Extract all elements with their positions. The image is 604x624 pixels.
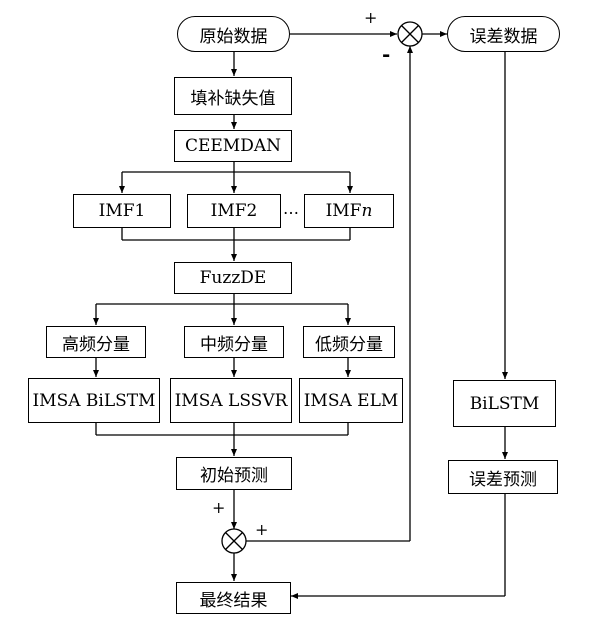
original-data-node: 原始数据 <box>177 16 290 52</box>
bottom-plus-sign-right: + <box>255 520 269 539</box>
fuzzde-label: FuzzDE <box>199 268 267 288</box>
top-minus-sign: - <box>382 42 391 66</box>
low-freq-node: 低频分量 <box>303 326 395 358</box>
mid-freq-node: 中频分量 <box>184 326 284 358</box>
fill-missing-label: 填补缺失值 <box>190 88 276 109</box>
error-data-node: 误差数据 <box>447 16 560 52</box>
fill-missing-node: 填补缺失值 <box>174 77 292 115</box>
imsa-elm-node: IMSA ELM <box>299 378 403 423</box>
bilstm-label: BiLSTM <box>469 393 540 414</box>
bottom-plus-sign-left: + <box>212 498 226 517</box>
imfn-label-prefix: IMF <box>325 201 362 221</box>
high-freq-node: 高频分量 <box>46 326 146 358</box>
imf1-node: IMF1 <box>73 194 171 228</box>
imf2-node: IMF2 <box>187 194 281 228</box>
imsa-lssvr-node: IMSA LSSVR <box>170 378 292 423</box>
imf2-label: IMF2 <box>210 201 258 221</box>
top-plus-sign: + <box>364 8 378 27</box>
ceemdan-node: CEEMDAN <box>174 130 292 162</box>
ceemdan-label: CEEMDAN <box>184 136 281 156</box>
mid-freq-label: 中频分量 <box>200 334 268 355</box>
final-result-label: 最终结果 <box>199 590 268 611</box>
ellipsis: … <box>283 199 300 218</box>
low-freq-label: 低频分量 <box>315 334 383 355</box>
high-freq-label: 高频分量 <box>62 334 130 355</box>
imsa-bilstm-label: IMSA BiLSTM <box>32 390 156 411</box>
fuzzde-node: FuzzDE <box>174 262 292 294</box>
imsa-elm-label: IMSA ELM <box>303 390 399 411</box>
imfn-label-variable: n <box>361 201 373 221</box>
imsa-lssvr-label: IMSA LSSVR <box>174 390 288 411</box>
bilstm-node: BiLSTM <box>453 380 556 427</box>
original-data-label: 原始数据 <box>199 26 268 47</box>
error-prediction-label: 误差预测 <box>469 469 537 490</box>
initial-prediction-node: 初始预测 <box>176 457 292 490</box>
error-data-label: 误差数据 <box>469 26 538 47</box>
imf1-label: IMF1 <box>98 201 146 221</box>
initial-prediction-label: 初始预测 <box>200 466 268 486</box>
error-prediction-node: 误差预测 <box>448 460 558 494</box>
imsa-bilstm-node: IMSA BiLSTM <box>28 378 160 423</box>
final-result-node: 最终结果 <box>176 582 291 614</box>
